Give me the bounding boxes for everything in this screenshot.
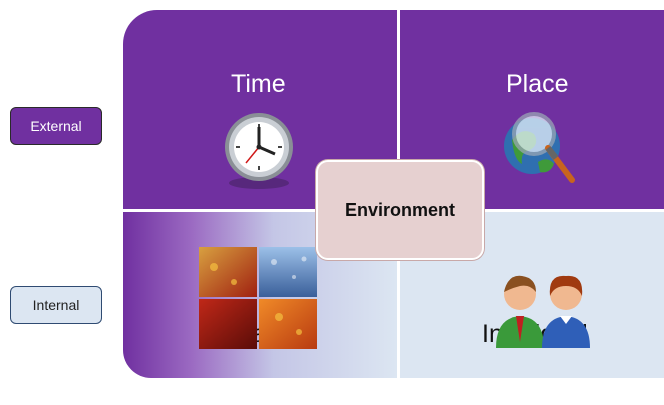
quadrant-place: Place [400, 10, 664, 209]
environment-label: Environment [344, 199, 455, 220]
environment-box: Environment [316, 160, 484, 260]
external-label: External [10, 107, 102, 145]
quadrant-time: Time [123, 10, 397, 209]
quadrant-place-label: Place [506, 70, 569, 98]
magnifier-globe-icon [504, 112, 575, 183]
quadrant-time-label: Time [231, 70, 286, 98]
quadrant-matrix: Time Place Situation [123, 10, 664, 378]
internal-label-text: Internal [32, 297, 80, 313]
people-icon [496, 275, 590, 348]
autumn-photos-icon [199, 247, 317, 349]
internal-label: Internal [10, 286, 102, 324]
clock-icon [225, 113, 293, 189]
external-label-text: External [30, 118, 82, 134]
